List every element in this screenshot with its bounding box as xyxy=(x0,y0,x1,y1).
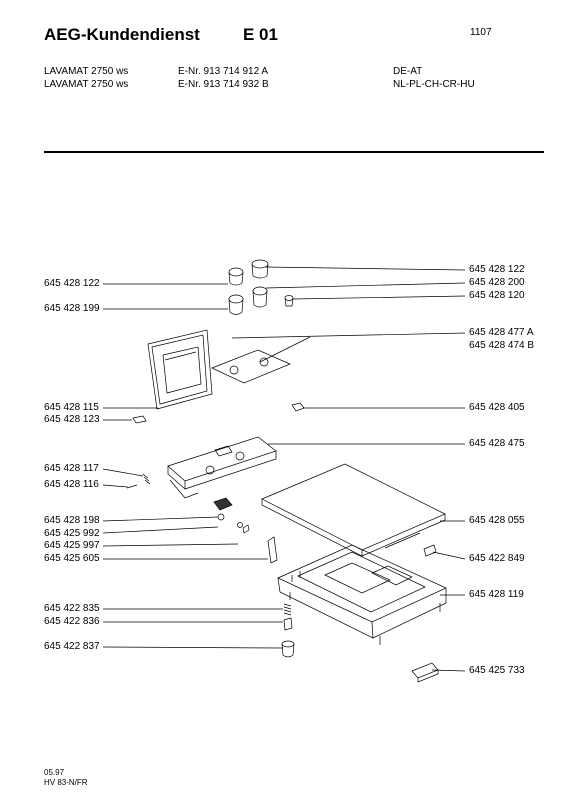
part-number-right: 645 428 200 xyxy=(469,277,525,288)
model-countries-1: DE-AT xyxy=(393,66,423,77)
part-number-left: 645 428 122 xyxy=(44,278,100,289)
header-rule xyxy=(44,151,544,153)
part-number-right: 645 428 474 B xyxy=(469,340,535,351)
part-number-left: 645 425 605 xyxy=(44,553,100,564)
part-number-right: 645 428 055 xyxy=(469,515,525,526)
model-countries-2: NL-PL-CH-CR-HU xyxy=(393,79,475,90)
part-number-left: 645 428 116 xyxy=(44,479,99,490)
part-number-left: 645 422 835 xyxy=(44,603,100,614)
model-name-2: LAVAMAT 2750 ws xyxy=(44,79,129,90)
part-number-right: 645 428 120 xyxy=(469,290,525,301)
footer-code: HV 83-N/FR xyxy=(44,778,88,787)
part-number-left: 645 422 837 xyxy=(44,641,100,652)
part-number-left: 645 428 123 xyxy=(44,414,100,425)
section-code: E 01 xyxy=(243,25,278,44)
part-number-left: 645 428 198 xyxy=(44,515,100,526)
part-number-left: 645 425 992 xyxy=(44,528,100,539)
part-number-left: 645 428 199 xyxy=(44,303,100,314)
part-number-right: 645 428 475 xyxy=(469,438,525,449)
model-name-1: LAVAMAT 2750 ws xyxy=(44,66,129,77)
part-number-right: 645 428 122 xyxy=(469,264,525,275)
part-number-left: 645 425 997 xyxy=(44,540,100,551)
part-number-right: 645 428 477 A xyxy=(469,327,534,338)
part-number-right: 645 428 405 xyxy=(469,402,525,413)
part-number-left: 645 422 836 xyxy=(44,616,100,627)
part-number-right: 645 425 733 xyxy=(469,665,525,676)
part-number-right: 645 422 849 xyxy=(469,553,525,564)
page-title: AEG-Kundendienst xyxy=(44,25,200,44)
model-enr-2: E-Nr. 913 714 932 B xyxy=(178,79,269,90)
part-number-left: 645 428 117 xyxy=(44,463,99,474)
page-number: 1107 xyxy=(470,27,492,38)
model-enr-1: E-Nr. 913 714 912 A xyxy=(178,66,269,77)
footer-date: 05.97 xyxy=(44,768,65,777)
part-number-right: 645 428 119 xyxy=(469,589,524,600)
part-number-left: 645 428 115 xyxy=(44,402,99,413)
